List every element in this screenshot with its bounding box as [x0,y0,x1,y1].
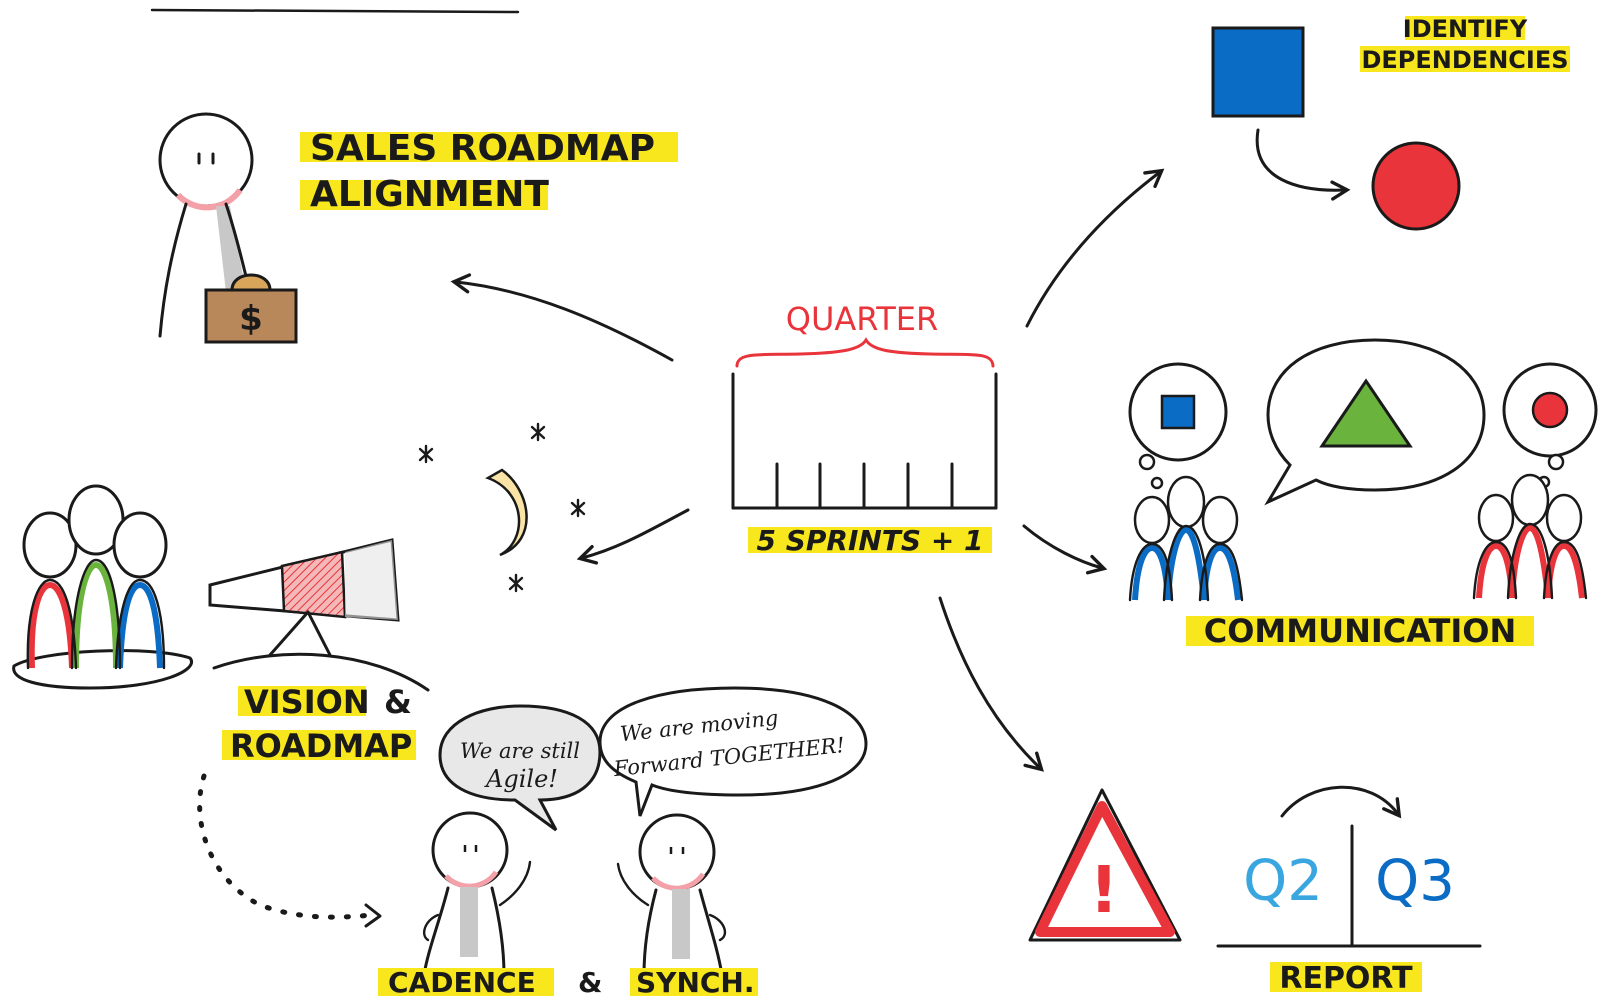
dotted-arrow [197,773,375,920]
q2-label: Q2 [1243,849,1323,914]
arrow-icon [1255,128,1351,201]
sales-title-line2: ALIGNMENT [310,174,549,215]
moon-icon [485,468,528,557]
square-icon [1211,26,1305,118]
report-label: REPORT [1279,961,1413,996]
speech-bubble-icon: We are moving Forward TOGETHER! [598,686,868,817]
bubble1-line2: Agile! [484,765,558,793]
arrow-icon [364,903,382,928]
star-icon [570,498,586,518]
thought-bubble-icon [1128,362,1228,490]
circle-icon [1371,141,1461,231]
team-icon [1128,475,1244,602]
thought-bubble-icon [1502,362,1598,489]
highlight [1405,16,1525,40]
sprint-timeline [731,372,998,510]
speech-bubble-icon [1264,338,1486,506]
communication-section: COMMUNICATION [1128,338,1598,650]
highlight [1360,46,1570,72]
arrow-icon [1280,785,1402,819]
person-icon [616,813,727,977]
arrow-icon [1025,168,1165,328]
identify-line2: DEPENDENCIES [1361,46,1568,74]
highlight [748,527,992,553]
synch-label: SYNCH. [636,966,755,998]
team-icon [1472,473,1588,600]
arrow-icon [1022,524,1108,575]
highlight [238,686,366,716]
sales-title-line1: SALES ROADMAP [310,128,655,169]
person-icon [422,811,532,977]
arrow-icon [450,273,674,362]
highlight [378,968,554,996]
vision-ampersand: & [384,683,412,721]
triangle-icon [1319,378,1413,448]
top-rule [150,8,520,14]
highlight [222,730,416,760]
quarter-label: QUARTER [786,300,938,338]
vision-roadmap-section: VISION & ROADMAP [12,484,430,928]
night-sky [418,422,586,593]
identify-dependencies-section: IDENTIFY DEPENDENCIES [1211,15,1570,231]
report-section: Q2 Q3 REPORT [1216,785,1482,996]
person-icon [158,112,254,338]
highlight [300,132,678,162]
speech-bubble-icon: We are still Agile! [438,704,602,832]
highlight [1270,962,1422,992]
sprints-label: 5 SPRINTS + 1 [756,524,983,557]
dollar-sign: $ [239,299,263,339]
cadence-synch-section: We are still Agile! We are moving Forwar… [378,686,868,998]
warning-icon: ! [1028,788,1182,942]
square-icon [1160,394,1196,430]
star-icon [418,444,434,464]
cadence-ampersand: & [578,966,602,998]
star-icon [530,422,546,442]
quarter-brace [735,337,995,368]
highlight [300,180,548,210]
highlight [1186,616,1534,646]
warning-mark: ! [1089,854,1118,928]
quarter-section: QUARTER 5 SPRINTS + 1 [731,300,998,557]
bubble1-line1: We are still [460,739,580,763]
circle-icon [1531,391,1569,429]
star-icon [508,573,524,593]
arrow-icon [576,508,690,565]
team-icon [12,484,193,690]
telescope-icon [208,538,430,692]
communication-label: COMMUNICATION [1204,612,1517,650]
briefcase-icon: $ [204,273,298,344]
arrow-icon [938,596,1044,772]
cadence-label: CADENCE [388,966,536,998]
identify-line1: IDENTIFY [1403,15,1528,43]
sales-roadmap-section: $ SALES ROADMAP ALIGNMENT [158,112,678,344]
vision-line2: ROADMAP [230,727,412,765]
q3-label: Q3 [1375,849,1455,914]
vision-line1: VISION [244,683,370,721]
highlight [630,968,758,996]
